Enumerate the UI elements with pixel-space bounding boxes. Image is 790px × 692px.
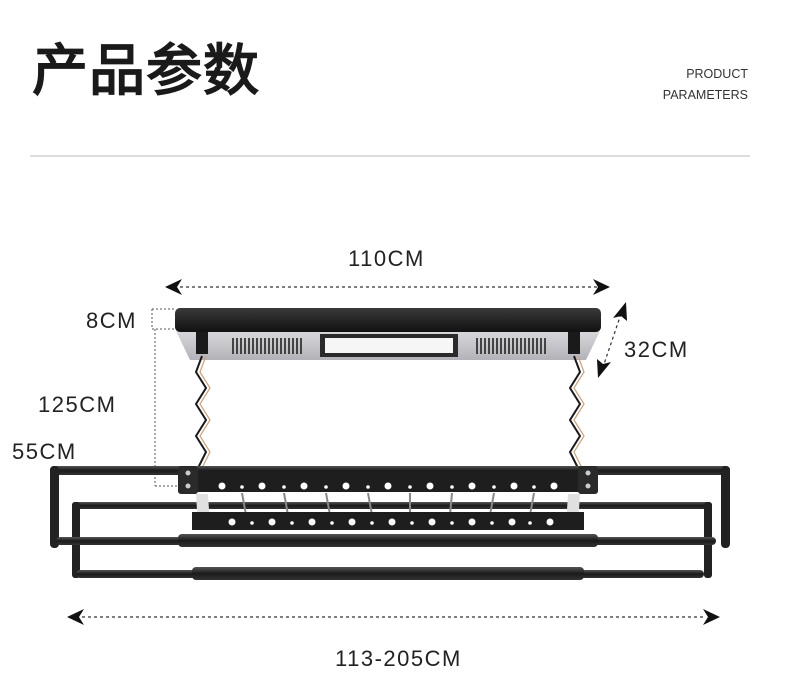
subtitle-line-2: PARAMETERS [662, 88, 748, 102]
dimension-arrow-depth [597, 302, 627, 378]
front-rod-upper [56, 534, 716, 547]
dimension-arrow-top-width [165, 279, 610, 295]
page-title: 产品参数 [32, 39, 260, 104]
label-rack-height: 55CM [12, 439, 77, 464]
scissor-arm-right [568, 355, 585, 469]
label-top-width: 110CM [348, 246, 425, 271]
hooks [241, 492, 535, 516]
dimension-arrow-extended-width [67, 609, 720, 625]
left-vent [232, 338, 302, 354]
hanging-bar-lower [192, 512, 584, 530]
label-drop-height: 125CM [38, 392, 117, 417]
dimension-bracket-top-thickness [151, 308, 175, 330]
ceiling-housing [175, 308, 601, 360]
scissor-arm-left [194, 355, 211, 469]
label-extended-width: 113-205CM [335, 646, 462, 671]
label-depth: 32CM [624, 337, 689, 362]
dimension-bracket-drop-height [154, 329, 180, 487]
right-vent [476, 338, 546, 354]
subtitle-line-1: PRODUCT [686, 67, 748, 81]
page-subtitle: PRODUCT PARAMETERS [663, 64, 748, 106]
hanging-bar-upper [178, 470, 598, 492]
front-rod-lower [76, 567, 704, 580]
label-top-thickness: 8CM [86, 308, 137, 333]
header-divider [30, 155, 750, 157]
